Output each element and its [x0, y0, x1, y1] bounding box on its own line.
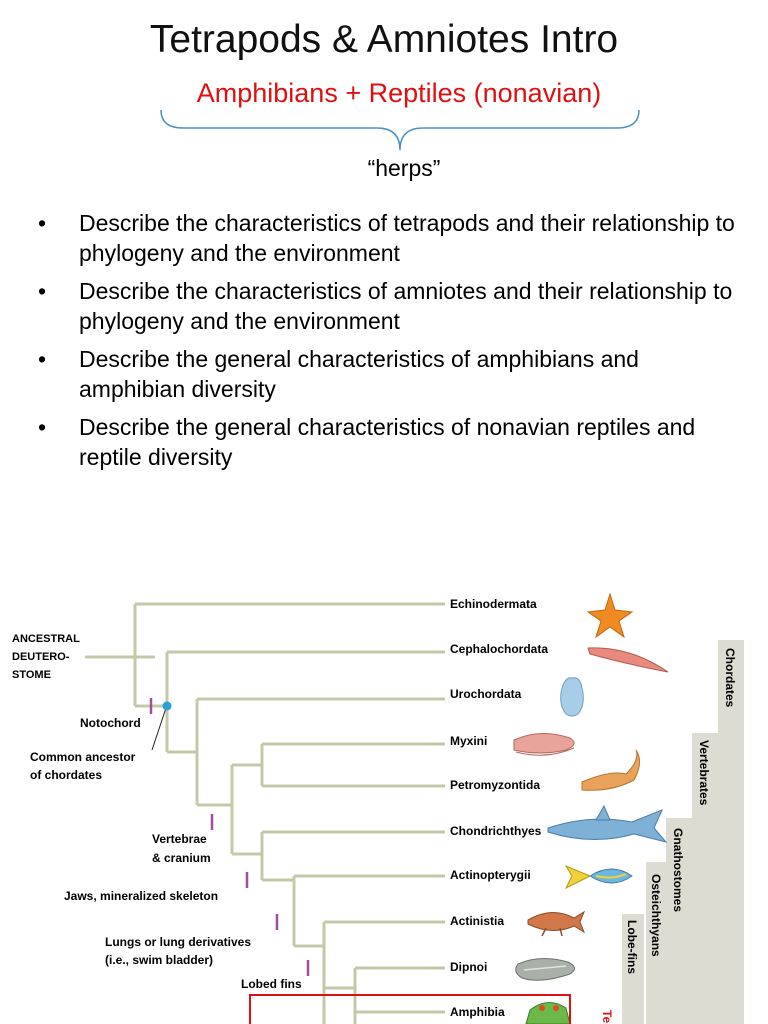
bullet-glyph: • [38, 278, 47, 304]
tetrapod-highlight-box [249, 994, 571, 1024]
character-markers [149, 698, 310, 976]
objective-item: • Describe the characteristics of tetrap… [38, 208, 738, 268]
taxon-echinodermata: Echinodermata [450, 597, 537, 611]
frog-icon [525, 1002, 571, 1024]
lamprey-icon [581, 749, 640, 791]
phylogeny-figure: Chordates Vertebrates Gnathostomes Ostei… [12, 592, 744, 1024]
clade-label-chordates: Chordates [723, 648, 737, 708]
taxon-dipnoi: Dipnoi [450, 960, 487, 974]
curly-brace [160, 109, 640, 151]
root-label: ANCESTRAL DEUTERO- STOME [12, 633, 83, 681]
phylogenetic-tree: Chordates Vertebrates Gnathostomes Ostei… [0, 560, 768, 1024]
label-line: Vertebrae [152, 832, 207, 846]
clade-bar-lobe-fins [622, 914, 644, 1024]
hagfish-icon [513, 733, 575, 756]
clade-label-tetrapods-partial: Te [600, 1010, 614, 1023]
label-line: & cranium [152, 851, 211, 865]
slide-title: Tetrapods & Amniotes Intro [149, 18, 619, 61]
label-line: (i.e., swim bladder) [105, 953, 213, 967]
root-label-line: ANCESTRAL [12, 633, 80, 645]
clade-label-gnathostomes: Gnathostomes [671, 828, 685, 912]
bullet-glyph: • [38, 414, 47, 440]
objective-text: Describe the general characteristics of … [79, 414, 696, 470]
common-ancestor-pointer [151, 707, 167, 751]
herps-label: “herps” [367, 155, 441, 181]
clade-label-vertebrates: Vertebrates [697, 740, 711, 806]
taxon-chondrichthyes: Chondrichthyes [450, 824, 542, 838]
taxon-actinistia: Actinistia [450, 914, 504, 928]
slide-subtitle: Amphibians + Reptiles (nonavian) [196, 78, 602, 108]
root-label-line: STOME [12, 669, 51, 681]
common-ancestor-node [162, 701, 172, 711]
bullet-glyph: • [38, 210, 47, 236]
clade-bar-vertebrates [692, 733, 718, 1024]
clade-bar-gnathostomes [666, 818, 692, 1024]
label-lobed-fins: Lobed fins [241, 977, 302, 991]
shark-icon [547, 804, 668, 843]
lancelet-icon [587, 647, 669, 673]
objective-text: Describe the general characteristics of … [79, 346, 639, 402]
clade-label-osteichthyans: Osteichthyans [649, 874, 663, 957]
taxon-myxini: Myxini [450, 734, 487, 748]
label-line: Common ancestor [30, 750, 136, 764]
objectives-list: • Describe the characteristics of tetrap… [38, 208, 738, 480]
taxon-amphibia: Amphibia [450, 1005, 505, 1019]
objective-text: Describe the characteristics of amniotes… [79, 278, 733, 334]
label-line: of chordates [30, 768, 102, 782]
ray-finned-fish-icon [564, 864, 633, 890]
label-jaws: Jaws, mineralized skeleton [64, 889, 218, 903]
label-vertebrae-cranium: Vertebrae & cranium [152, 832, 211, 865]
taxon-petromyzontida: Petromyzontida [450, 778, 540, 792]
label-notochord: Notochord [80, 716, 141, 730]
objective-item: • Describe the general characteristics o… [38, 412, 738, 472]
taxon-actinopterygii: Actinopterygii [450, 868, 531, 882]
root-label-line: DEUTERO- [12, 651, 70, 663]
taxon-labels: Echinodermata Cephalochordata Urochordat… [450, 597, 548, 1019]
objective-text: Describe the characteristics of tetrapod… [79, 210, 735, 266]
coelacanth-icon [527, 910, 586, 937]
clade-label-lobe-fins: Lobe-fins [625, 920, 639, 974]
starfish-icon [586, 592, 634, 639]
lungfish-icon [515, 958, 575, 981]
clade-bar-osteichthyans [646, 862, 666, 1024]
label-common-ancestor: Common ancestor of chordates [30, 750, 139, 782]
tunicate-icon [560, 677, 584, 717]
character-labels: Notochord Common ancestor of chordates V… [30, 716, 302, 991]
objective-item: • Describe the general characteristics o… [38, 344, 738, 404]
bullet-glyph: • [38, 346, 47, 372]
objective-item: • Describe the characteristics of amniot… [38, 276, 738, 336]
label-line: Lungs or lung derivatives [105, 935, 251, 949]
clade-bar-chordates [718, 640, 744, 1024]
taxon-cephalochordata: Cephalochordata [450, 642, 548, 656]
taxon-urochordata: Urochordata [450, 687, 522, 701]
label-lungs: Lungs or lung derivatives (i.e., swim bl… [105, 935, 254, 967]
